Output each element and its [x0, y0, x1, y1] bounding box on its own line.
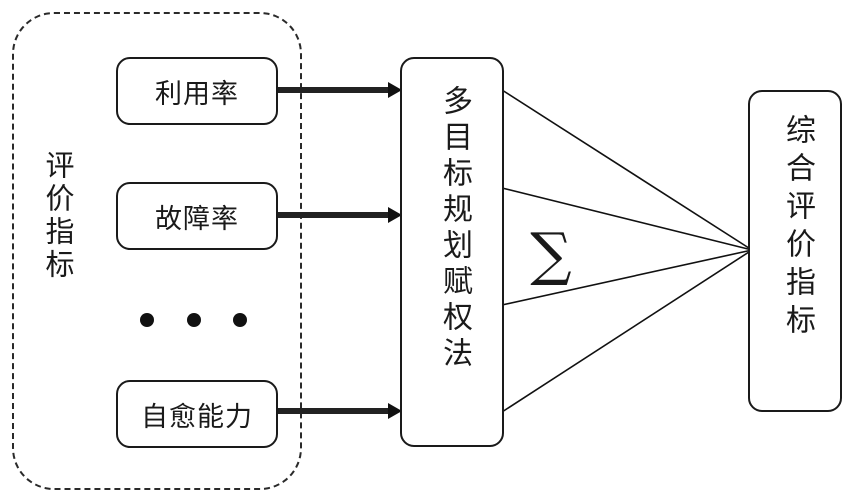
indicator-group-frame	[12, 12, 302, 490]
result-box: 综合评价指标	[748, 90, 842, 412]
indicator-label: 故障率	[155, 203, 239, 235]
arrowhead	[388, 82, 402, 98]
ellipsis-dot	[140, 313, 154, 327]
method-box: 多目标规划赋权法	[400, 57, 504, 447]
result-label: 综合评价指标	[780, 114, 815, 342]
indicator-box-utilization: 利用率	[116, 57, 278, 125]
arrowhead	[388, 207, 402, 223]
summation-symbol: ∑	[530, 220, 572, 288]
fan-line	[501, 187, 753, 251]
fan-line	[501, 249, 753, 413]
indicator-label: 自愈能力	[141, 401, 253, 433]
method-label: 多目标规划赋权法	[437, 85, 472, 373]
group-label: 评价指标	[41, 150, 75, 282]
indicator-box-failure-rate: 故障率	[116, 182, 278, 250]
fan-line	[501, 249, 753, 306]
ellipsis-dot	[233, 313, 247, 327]
fan-line	[501, 89, 753, 251]
arrowhead	[388, 403, 402, 419]
ellipsis-dot	[187, 313, 201, 327]
indicator-label: 利用率	[155, 78, 239, 110]
indicator-box-self-healing: 自愈能力	[116, 380, 278, 448]
